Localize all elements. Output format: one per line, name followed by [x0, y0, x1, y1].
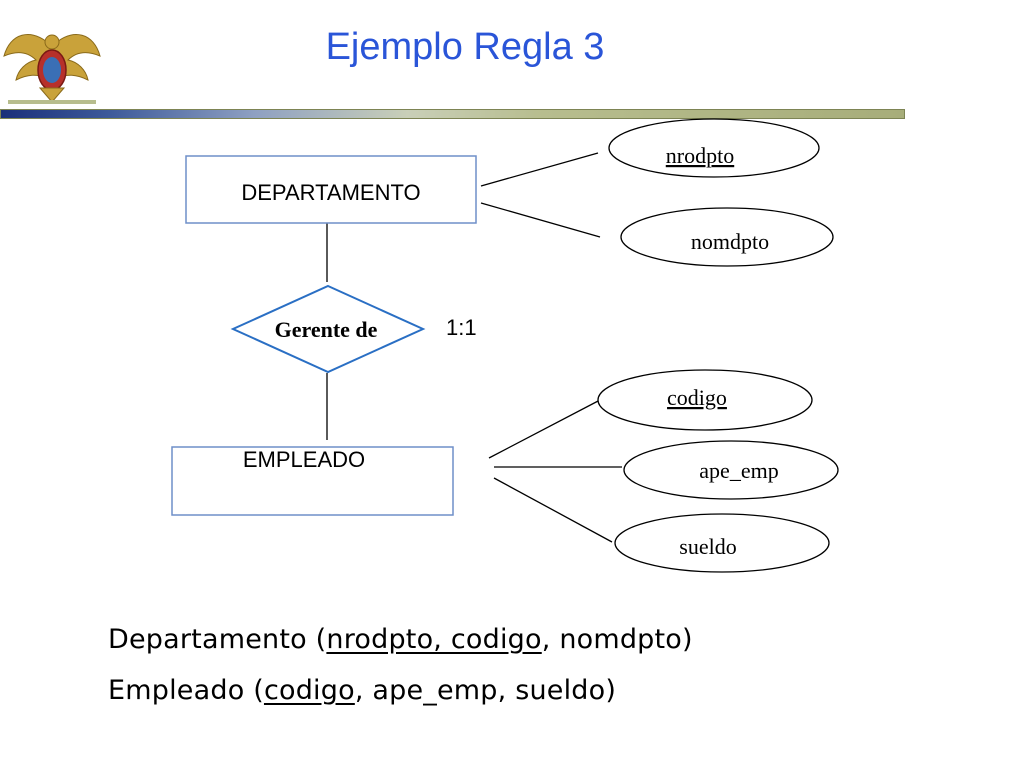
schema-empleado: Empleado (codigo, ape_emp, sueldo) — [108, 675, 616, 706]
attribute-label-sueldo: sueldo — [679, 534, 736, 559]
entity-empleado: EMPLEADO — [171, 446, 454, 516]
attribute-nrodpto: nrodpto — [608, 118, 820, 178]
schema-departamento: Departamento (nrodpto, codigo, nomdpto) — [108, 624, 693, 655]
schema-key-attributes: codigo — [263, 675, 355, 706]
schema-attributes: , ape_emp, sueldo — [354, 675, 606, 706]
slide-title: Ejemplo Regla 3 — [325, 26, 605, 68]
entity-label-departamento: DEPARTAMENTO — [241, 180, 420, 205]
cardinality-label: 1:1 — [446, 315, 477, 340]
line-dep-nomdpto — [480, 202, 601, 238]
schema-name: Departamento — [108, 624, 307, 655]
entity-label-empleado: EMPLEADO — [243, 447, 365, 472]
attribute-label-nomdpto: nomdpto — [691, 229, 769, 254]
schema-close-paren: ) — [605, 675, 617, 706]
relationship-label: Gerente de — [275, 317, 378, 342]
attribute-label-ape-emp: ape_emp — [699, 458, 778, 483]
attribute-codigo: codigo — [597, 369, 813, 431]
schema-name: Empleado — [108, 675, 245, 706]
line-emp-sueldo — [493, 477, 613, 543]
schema-key-attributes: nrodpto, codigo — [326, 624, 542, 655]
entity-departamento: DEPARTAMENTO — [185, 155, 477, 224]
schema-attributes: , nomdpto — [541, 624, 683, 655]
schema-open-paren: ( — [306, 624, 327, 655]
attribute-label-codigo: codigo — [667, 385, 727, 410]
university-crest-logo — [3, 34, 101, 104]
relationship-gerente-de: Gerente de — [230, 284, 426, 374]
attribute-sueldo: sueldo — [614, 513, 830, 573]
attribute-nomdpto: nomdpto — [620, 207, 834, 267]
title-divider — [0, 109, 905, 119]
line-emp-codigo — [488, 399, 601, 459]
schema-close-paren: ) — [682, 624, 693, 655]
attribute-ape-emp: ape_emp — [623, 440, 839, 500]
schema-open-paren: ( — [244, 675, 264, 706]
line-dep-nrodpto — [480, 152, 599, 187]
attribute-label-nrodpto: nrodpto — [666, 143, 734, 168]
